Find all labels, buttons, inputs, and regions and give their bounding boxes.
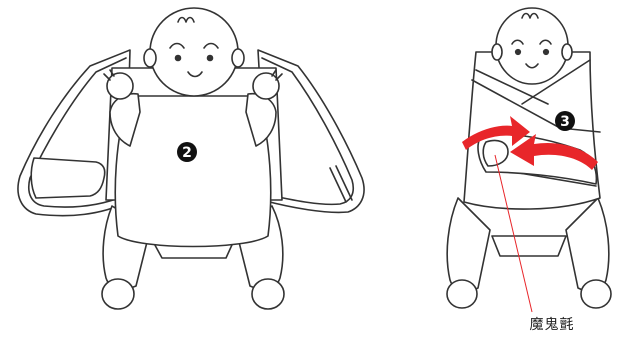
eye-right <box>544 50 549 55</box>
eye-right <box>208 56 213 61</box>
step-3-badge: 3 <box>555 111 575 131</box>
velcro-patch-left <box>31 158 105 198</box>
baby-head <box>496 8 568 84</box>
baby-ear-left <box>492 44 502 60</box>
baby-ear-right <box>562 44 572 60</box>
step-2-number: 2 <box>182 145 192 161</box>
diaper <box>492 236 566 256</box>
eye-left <box>176 56 181 61</box>
baby-leg-right <box>566 198 609 291</box>
step-2-badge: 2 <box>177 142 197 162</box>
baby-hand-right <box>253 73 279 99</box>
velcro-callout-label: 魔鬼氈 <box>512 314 592 334</box>
baby-hand-left <box>107 73 133 99</box>
baby-foot-right <box>581 280 611 308</box>
baby-ear-right <box>232 49 244 67</box>
eye-left <box>516 50 521 55</box>
baby-leg-left <box>447 198 490 291</box>
baby-foot-right <box>252 279 284 309</box>
baby-ear-left <box>144 49 156 67</box>
baby-foot-left <box>102 279 134 309</box>
step-3-number: 3 <box>560 114 570 130</box>
baby-foot-left <box>447 280 477 308</box>
